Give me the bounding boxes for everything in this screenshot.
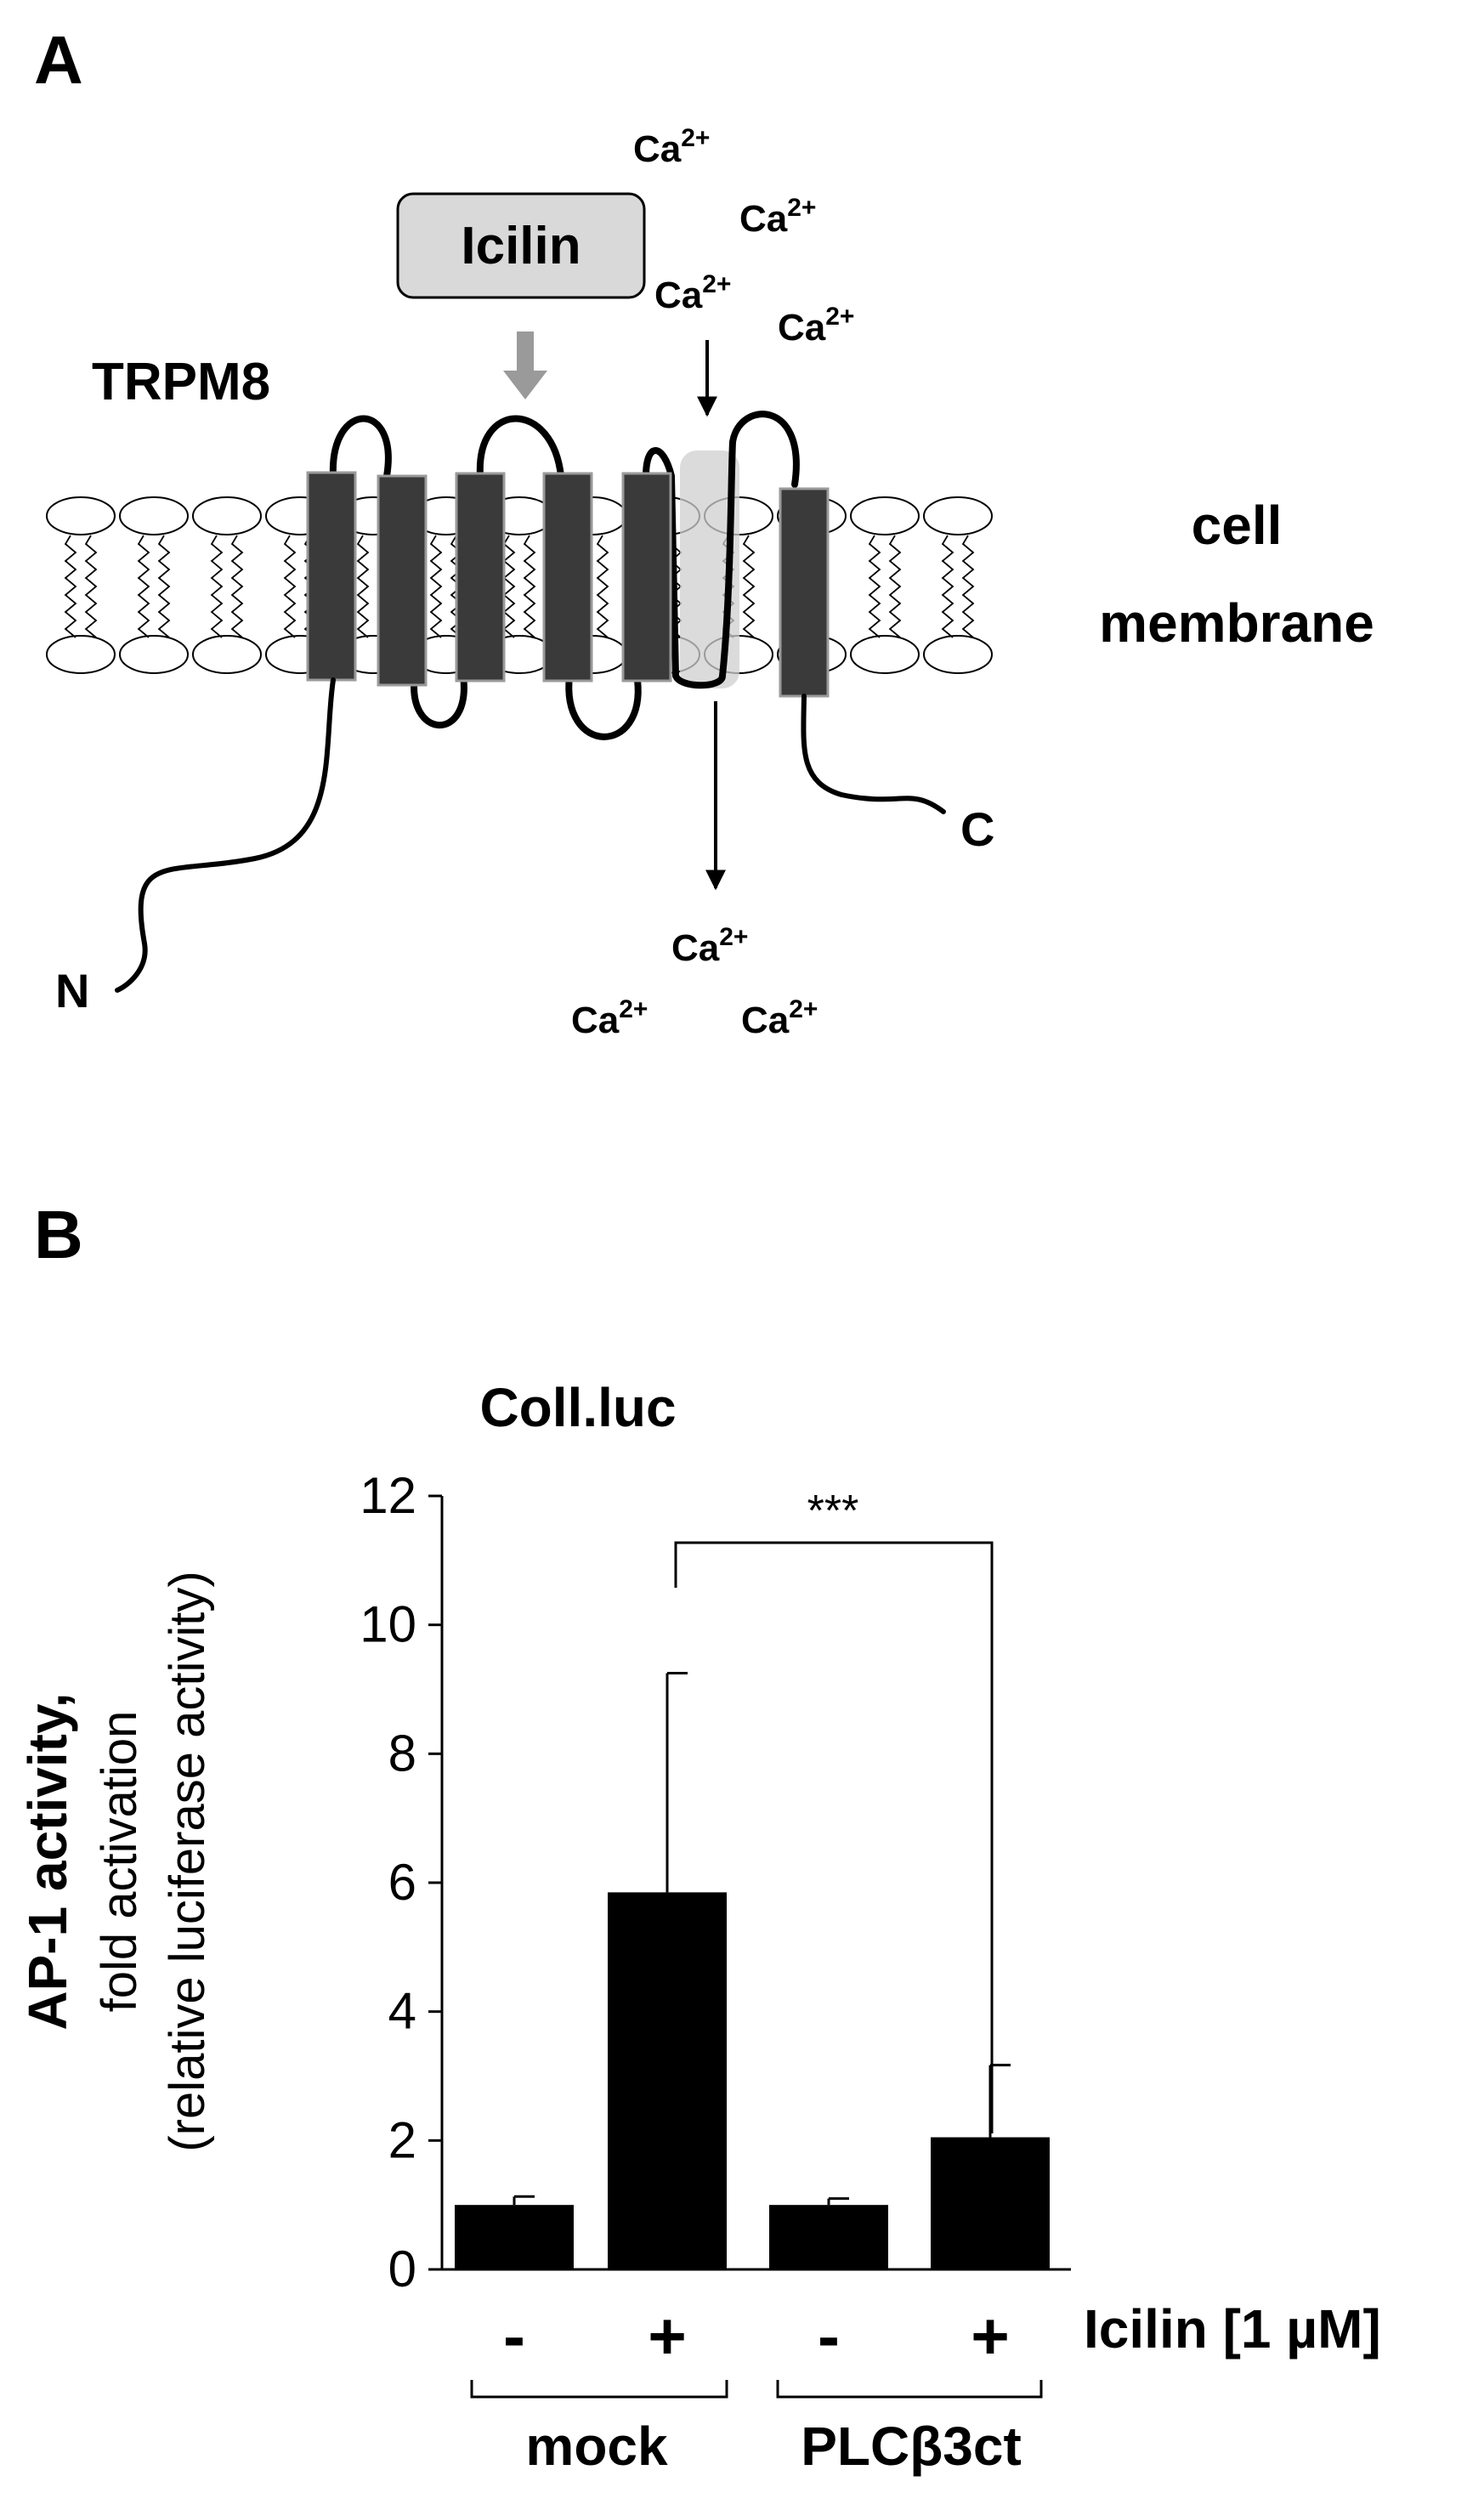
x-tick-label: + xyxy=(971,2298,1010,2373)
lipid-head xyxy=(923,635,993,674)
chart-axes: 0 2 4 6 8 10 12 xyxy=(360,1467,1071,2297)
significance-bracket xyxy=(674,1541,994,2133)
icilin-box xyxy=(396,192,646,299)
bar xyxy=(931,2137,1050,2269)
y-tick-label: 4 xyxy=(388,1983,416,2040)
lipid-tail xyxy=(137,535,150,638)
y-tick-label: 6 xyxy=(388,1854,416,1911)
y-tick-label: 8 xyxy=(388,1725,416,1782)
n-terminus-label: N xyxy=(55,964,89,1017)
calcium-ion: Ca2+ xyxy=(654,270,731,316)
lipid-tail xyxy=(64,535,77,638)
group-label-plc: PLCβ3ct xyxy=(801,2416,1022,2477)
transmembrane-segments xyxy=(306,471,830,698)
x-tick-labels: - + - + xyxy=(503,2298,1010,2373)
lipid-head xyxy=(192,496,262,535)
chart-title: Coll.luc xyxy=(479,1377,676,1438)
lipid-tail xyxy=(523,535,536,638)
lipid-tail xyxy=(596,535,609,638)
significance-label: *** xyxy=(807,1487,859,1536)
tm-segment-3 xyxy=(455,472,506,683)
group-brace-mock xyxy=(470,2380,728,2399)
cell-membrane xyxy=(46,496,993,674)
y-axis-label-line2: fold activation xyxy=(92,1711,147,2013)
tm-segment-5 xyxy=(621,472,672,683)
lipid-tail xyxy=(888,535,902,638)
panel-a-label: A xyxy=(34,22,83,98)
lipid-head xyxy=(850,635,920,674)
chart-error-bars xyxy=(513,1672,1011,2206)
tm-segment-6 xyxy=(779,487,830,698)
svg-text:Ca2+: Ca2+ xyxy=(654,270,731,316)
x-tick-label: - xyxy=(818,2298,840,2373)
lipid-head xyxy=(923,496,993,535)
lipid-tail xyxy=(961,535,975,638)
bar xyxy=(608,1892,727,2269)
lipid-tail xyxy=(283,535,297,638)
chart-bars xyxy=(455,1892,1050,2269)
bar xyxy=(769,2205,888,2269)
lipid-head xyxy=(119,635,189,674)
ions-extracellular: Ca2+ Ca2+ Ca2+ Ca2+ xyxy=(633,124,854,348)
lipid-tail xyxy=(210,535,224,638)
y-axis-label-line3: (relative luciferase activity) xyxy=(160,1571,215,2151)
lipid-tail xyxy=(742,535,756,638)
svg-text:Ca2+: Ca2+ xyxy=(671,923,748,969)
y-axis-label: AP-1 activity, fold activation (relative… xyxy=(17,1571,215,2151)
icilin-label: Icilin xyxy=(461,217,581,275)
treatment-label: Icilin [1 µM] xyxy=(1084,2298,1381,2360)
membrane-label-line1: cell xyxy=(1192,495,1283,556)
y-tick-label: 10 xyxy=(360,1596,416,1653)
lipid-tail xyxy=(84,535,98,638)
lipid-head xyxy=(192,635,262,674)
lipid-tail xyxy=(230,535,244,638)
panel-b-label: B xyxy=(34,1197,83,1272)
ions-intracellular: Ca2+ Ca2+ Ca2+ xyxy=(571,923,818,1041)
svg-text:Ca2+: Ca2+ xyxy=(778,303,854,348)
lipid-head xyxy=(46,496,116,535)
calcium-ion: Ca2+ xyxy=(778,303,854,348)
protein-loops xyxy=(329,411,800,740)
lipid-tail xyxy=(941,535,954,638)
lipid-tail xyxy=(868,535,881,638)
protein-termini xyxy=(115,677,946,993)
protein-label: TRPM8 xyxy=(92,353,270,411)
lipid-head xyxy=(46,635,116,674)
tm-segment-4 xyxy=(542,472,593,683)
svg-text:Ca2+: Ca2+ xyxy=(633,124,710,170)
calcium-ion: Ca2+ xyxy=(741,995,818,1041)
group-brace-plc xyxy=(776,2380,1043,2399)
calcium-ion: Ca2+ xyxy=(671,923,748,969)
tm-segment-2 xyxy=(377,474,428,687)
svg-text:Ca2+: Ca2+ xyxy=(741,995,818,1041)
svg-text:Ca2+: Ca2+ xyxy=(739,194,816,240)
panel-b: B Coll.luc AP-1 activity, fold activatio… xyxy=(17,1197,1381,2477)
group-label-mock: mock xyxy=(525,2416,668,2477)
calcium-ion: Ca2+ xyxy=(571,995,648,1041)
y-axis-label-bold: AP-1 activity, xyxy=(17,1692,78,2030)
bracket-line xyxy=(674,1541,994,2133)
bar xyxy=(455,2205,574,2269)
y-tick-label: 0 xyxy=(388,2241,416,2297)
icilin-binding-arrow xyxy=(503,331,547,399)
lipid-tail xyxy=(157,535,171,638)
calcium-ion: Ca2+ xyxy=(633,124,710,170)
lipid-head xyxy=(119,496,189,535)
lipid-tail xyxy=(356,535,370,638)
y-tick-label: 12 xyxy=(360,1467,416,1524)
c-terminus-label: C xyxy=(960,802,994,856)
lipid-tail xyxy=(429,535,443,638)
x-tick-label: + xyxy=(648,2298,687,2373)
calcium-ion: Ca2+ xyxy=(739,194,816,240)
lipid-head xyxy=(850,496,920,535)
lipid-tail xyxy=(502,535,516,638)
x-tick-label: - xyxy=(503,2298,525,2373)
tm-segment-1 xyxy=(306,471,357,682)
membrane-label-line2: membrane xyxy=(1099,592,1374,654)
group-braces xyxy=(470,2380,1043,2399)
panel-a: A TRPM8 Icilin Ca2+ Ca2+ Ca2+ Ca2+ xyxy=(34,22,1374,1041)
y-tick-label: 2 xyxy=(388,2111,416,2168)
svg-text:Ca2+: Ca2+ xyxy=(571,995,648,1041)
